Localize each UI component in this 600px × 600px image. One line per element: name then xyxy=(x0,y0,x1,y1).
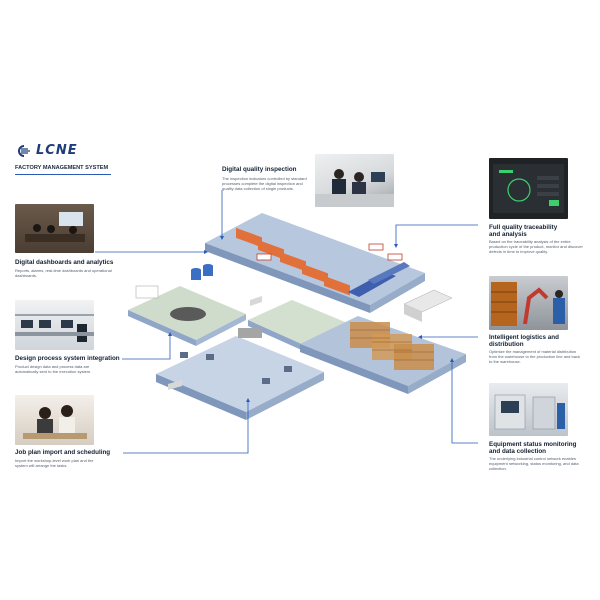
stairs xyxy=(250,296,262,306)
traceability-photo xyxy=(489,158,568,219)
warehouse-shelves xyxy=(350,322,434,370)
logistics-title: Intelligent logistics and distribution xyxy=(489,334,559,349)
equipment-title: Equipment status monitoring and data col… xyxy=(489,441,577,456)
presentation-screen xyxy=(135,285,159,299)
storage-tanks xyxy=(191,264,213,280)
design-integration-photo xyxy=(15,300,94,350)
design-integration-title: Design process system integration xyxy=(15,355,120,362)
logistics-description: Optimize the management of material dist… xyxy=(489,349,580,365)
reception-desk xyxy=(238,328,262,338)
job-plan-description: Import the workshop-level work plan and … xyxy=(15,458,94,469)
sign-board xyxy=(368,243,384,251)
quality-inspection-description: The inspection indicators controlled by … xyxy=(222,176,307,192)
job-plan-title: Job plan import and scheduling xyxy=(15,449,111,456)
equipment-description: The underlying industrial control networ… xyxy=(489,456,579,472)
system-title: FACTORY MANAGEMENT SYSTEM xyxy=(15,165,111,175)
dashboards-photo xyxy=(15,204,94,253)
logo-text: LCNE xyxy=(36,143,78,158)
equipment-photo xyxy=(489,383,568,436)
arrow-pointer-icon xyxy=(450,358,478,444)
traceability-title: Full quality traceability and analysis xyxy=(489,224,558,239)
arrow-pointer-icon xyxy=(122,332,172,360)
delivery-truck xyxy=(403,289,453,322)
design-integration-description: Product design data and process data are… xyxy=(15,364,92,375)
conveyor-line xyxy=(348,262,410,297)
job-plan-photo xyxy=(15,395,94,445)
dashboards-description: Reports, alarms, real-time dashboards an… xyxy=(15,268,112,279)
quality-inspection-photo xyxy=(315,154,394,207)
brand-logo: LCNE xyxy=(16,143,78,158)
connector-lines xyxy=(95,190,478,454)
stairs xyxy=(168,380,182,390)
production-machines xyxy=(236,227,350,296)
quality-inspection-title: Digital quality inspection xyxy=(222,166,297,173)
arrow-pointer-icon xyxy=(123,398,250,454)
logo-mark-icon xyxy=(18,144,30,157)
logistics-photo xyxy=(489,276,568,330)
dashboards-title: Digital dashboards and analytics xyxy=(15,259,114,266)
traceability-description: Based on the traceability analysis of th… xyxy=(489,239,583,255)
sign-board xyxy=(256,253,272,261)
sign-board xyxy=(387,253,403,261)
dashboard-office-floor xyxy=(128,285,246,346)
production-floor xyxy=(205,213,425,313)
arrow-pointer-icon xyxy=(394,224,478,248)
